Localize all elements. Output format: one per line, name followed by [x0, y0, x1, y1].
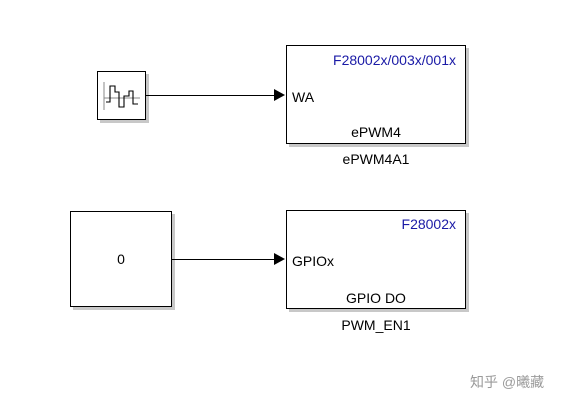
- gpio-input-port: GPIOx: [292, 253, 335, 269]
- gpio-block-name: PWM_EN1: [341, 317, 411, 333]
- gpio-function-label: GPIO DO: [346, 290, 406, 306]
- signal-arrow-1: [274, 89, 285, 101]
- epwm-block-name: ePWM4A1: [342, 151, 410, 167]
- gpio-block[interactable]: F28002x GPIOx GPIO DO: [286, 210, 466, 309]
- signal-wire-2[interactable]: [172, 259, 276, 260]
- epwm-block[interactable]: F28002x/003x/001x WA ePWM4: [286, 45, 466, 144]
- constant-value: 0: [117, 251, 125, 267]
- signal-wire-1[interactable]: [146, 95, 276, 96]
- watermark: 知乎 @曦藏: [470, 374, 545, 390]
- gpio-part-label: F28002x: [401, 216, 456, 232]
- repeating-sequence-icon: [103, 82, 140, 110]
- constant-block[interactable]: 0: [70, 211, 172, 307]
- signal-arrow-2: [274, 253, 285, 265]
- epwm-part-label: F28002x/003x/001x: [333, 52, 456, 68]
- signal-source-block[interactable]: [97, 71, 146, 120]
- epwm-module-label: ePWM4: [351, 124, 401, 140]
- epwm-input-port: WA: [292, 89, 315, 105]
